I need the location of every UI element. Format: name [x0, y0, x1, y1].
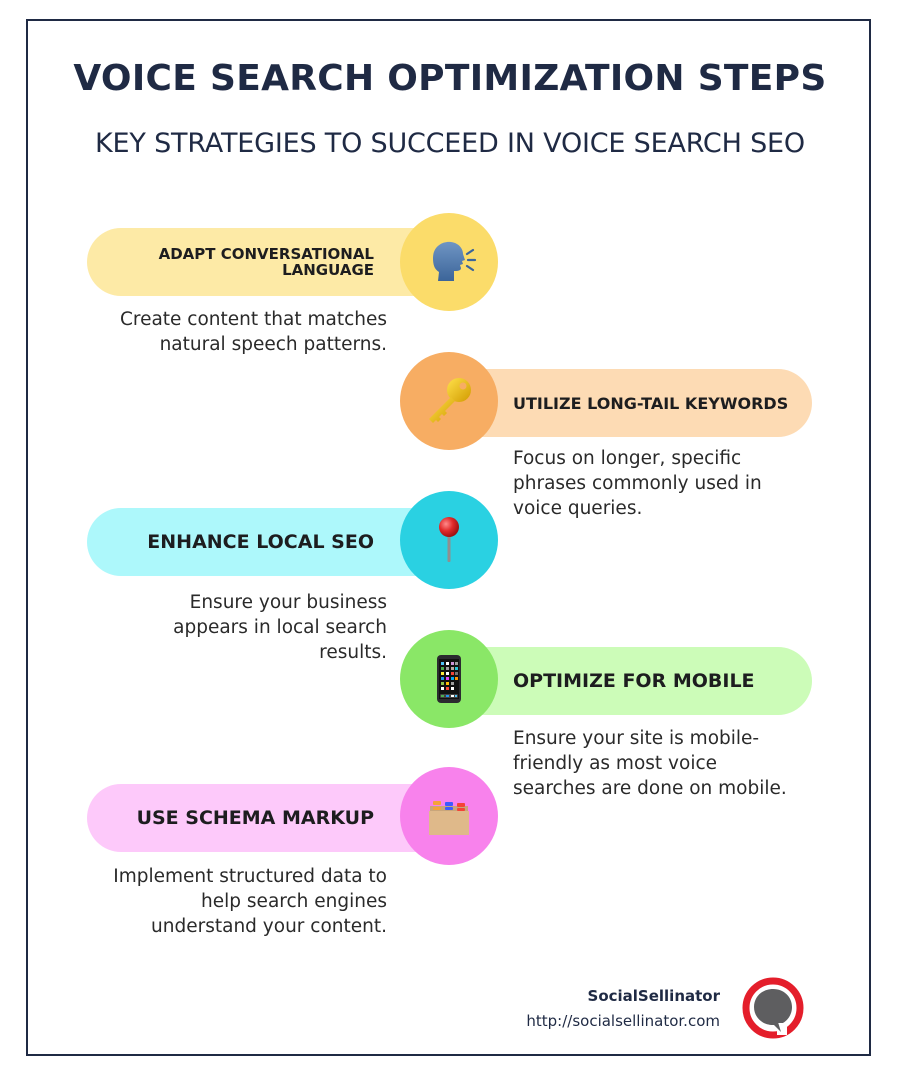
step-4-desc-line: Ensure your site is mobile- — [513, 728, 760, 749]
infographic-frame — [26, 19, 871, 1056]
step-2-desc-line: voice queries. — [513, 498, 643, 519]
step-4-circle — [400, 630, 498, 728]
speech-bubble-logo-icon — [742, 977, 804, 1039]
step-5-circle — [400, 767, 498, 865]
step-2-desc-line: Focus on longer, specific — [513, 448, 742, 469]
step-1-title-line-2: LANGUAGE — [282, 261, 374, 279]
step-3-circle — [400, 491, 498, 589]
step-4-description: Ensure your site is mobile- friendly as … — [513, 726, 803, 801]
step-5-desc-line: help search engines — [201, 891, 387, 912]
step-2-circle — [400, 352, 498, 450]
step-1-title: ADAPT CONVERSATIONAL LANGUAGE — [159, 246, 374, 278]
page-title: VOICE SEARCH OPTIMIZATION STEPS — [73, 58, 827, 99]
step-5-title: USE SCHEMA MARKUP — [136, 807, 374, 829]
step-5-description: Implement structured data to help search… — [87, 864, 387, 939]
step-1-title-line-1: ADAPT CONVERSATIONAL — [158, 245, 374, 263]
step-1-description: Create content that matches natural spee… — [87, 307, 387, 357]
step-2-description: Focus on longer, specific phrases common… — [513, 446, 803, 521]
step-2-desc-line: phrases commonly used in — [513, 473, 762, 494]
mobile-phone-icon — [437, 655, 461, 703]
step-4-title: OPTIMIZE FOR MOBILE — [513, 670, 755, 692]
speaking-head-icon — [433, 241, 477, 281]
step-3-desc-line: results. — [319, 642, 387, 663]
step-5-desc-line: Implement structured data to — [113, 866, 387, 887]
card-file-box-icon — [429, 801, 469, 835]
step-1-desc-line: Create content that matches — [119, 309, 387, 330]
step-1-circle — [400, 213, 498, 311]
step-1-desc-line: natural speech patterns. — [159, 334, 387, 355]
step-4-desc-line: searches are done on mobile. — [513, 778, 787, 799]
key-icon — [429, 378, 471, 423]
step-3-title: ENHANCE LOCAL SEO — [147, 531, 374, 553]
brand-name: SocialSellinator — [587, 987, 720, 1005]
page-subtitle: KEY STRATEGIES TO SUCCEED IN VOICE SEARC… — [95, 128, 805, 159]
step-4-desc-line: friendly as most voice — [513, 753, 718, 774]
step-3-description: Ensure your business appears in local se… — [87, 590, 387, 665]
step-3-desc-line: appears in local search — [173, 617, 387, 638]
brand-url-link[interactable]: http://socialsellinator.com — [526, 1012, 720, 1030]
pushpin-icon — [439, 517, 459, 562]
step-3-desc-line: Ensure your business — [189, 592, 387, 613]
step-5-desc-line: understand your content. — [151, 916, 387, 937]
step-2-title: UTILIZE LONG-TAIL KEYWORDS — [513, 393, 789, 413]
